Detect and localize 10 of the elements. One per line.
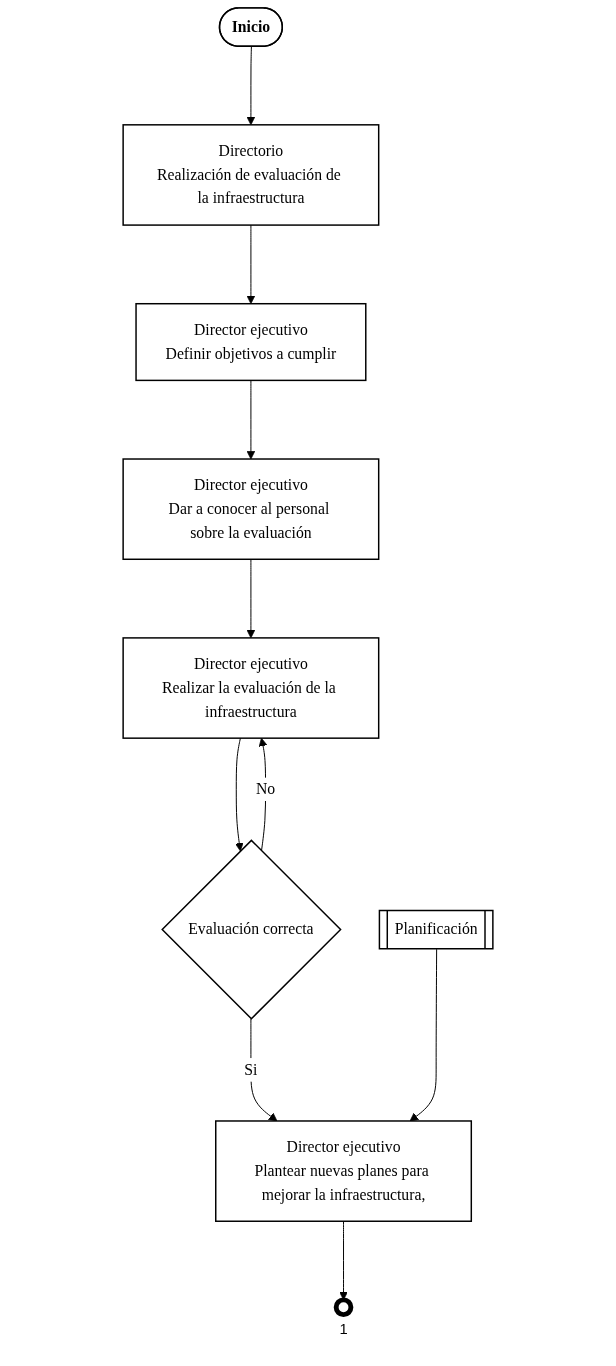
node-box: Directorio Realización de evaluación de la infraestructura xyxy=(122,124,380,226)
node-box: Director ejecutivo Realizar la evaluación de la infraestructura xyxy=(122,637,380,739)
node-box: Director ejecutivo Plantear nuevas planes para mejorar la infraestructura, xyxy=(215,1120,473,1222)
node-circle xyxy=(333,1297,354,1318)
node-box: Director ejecutivo Definir objetivos a cumplir xyxy=(135,303,367,382)
edge-label: No xyxy=(255,780,276,798)
node-diamond: Evaluación correcta xyxy=(161,839,342,1020)
edge-label: Si xyxy=(244,1061,258,1078)
node-caption: 1 xyxy=(339,1321,348,1338)
node-box: Director ejecutivo Dar a conocer al personal sobre la evaluación xyxy=(122,458,380,560)
